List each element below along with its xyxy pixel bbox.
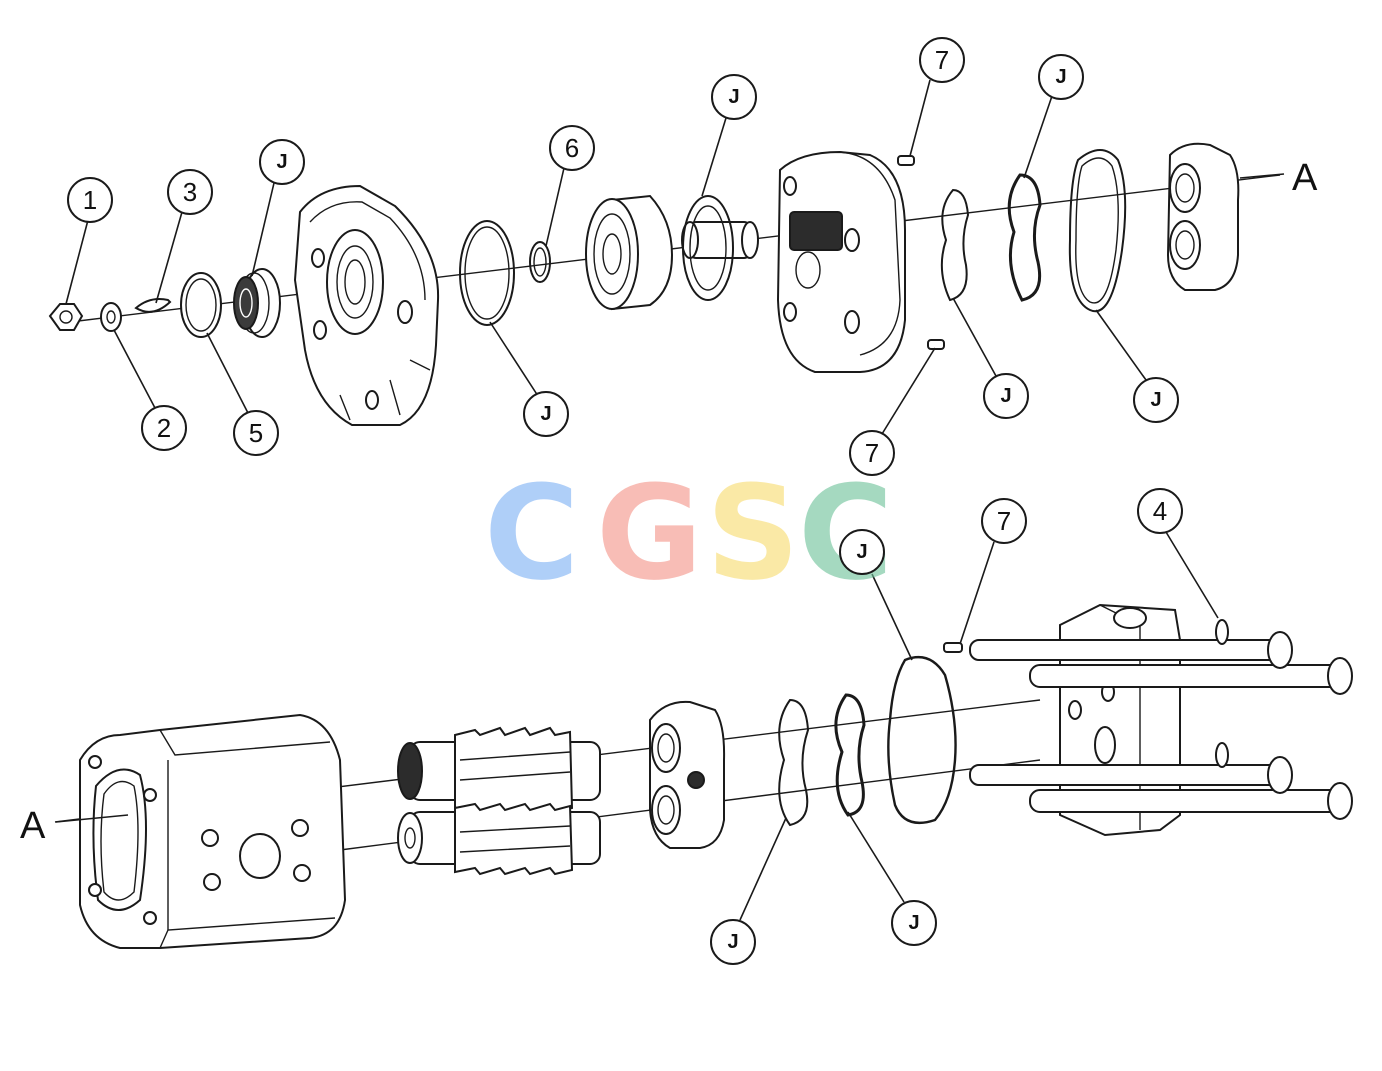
callout-5: 5 <box>233 410 279 456</box>
ball-bearing <box>585 194 674 311</box>
callout-label: 2 <box>157 413 171 443</box>
woodruff-key <box>134 298 172 313</box>
drive-shaft <box>681 221 759 259</box>
callout-j7: J <box>839 529 885 575</box>
callout-j8: J <box>710 919 756 965</box>
bushing-block-top <box>1166 142 1240 291</box>
callout-label: J <box>1055 66 1066 88</box>
watermark-letter-1: C <box>484 457 579 609</box>
pump-body-front <box>776 150 906 373</box>
callout-label: 3 <box>183 177 197 207</box>
hex-nut <box>48 303 84 331</box>
gear-housing <box>79 713 347 949</box>
watermark-letter-3: S <box>706 457 800 609</box>
washer <box>100 302 122 332</box>
callout-3: 3 <box>167 169 213 215</box>
callout-label: J <box>276 151 287 173</box>
snap-ring <box>180 272 222 338</box>
callout-label: J <box>1000 385 1011 407</box>
match-mark-bottom: A <box>20 805 46 847</box>
callout-label: 1 <box>83 185 97 215</box>
thrust-washer <box>682 195 734 301</box>
drive-gear <box>397 726 601 814</box>
callout-j5: J <box>1038 54 1084 100</box>
callout-1: 1 <box>67 177 113 223</box>
callout-label: J <box>1150 389 1161 411</box>
callout-j1: J <box>259 139 305 185</box>
callout-label: 4 <box>1153 496 1167 526</box>
callout-j3: J <box>711 74 757 120</box>
callout-label: 7 <box>865 438 879 468</box>
dowel-pin-top <box>897 155 915 166</box>
callout-label: 6 <box>565 133 579 163</box>
o-ring-oval <box>1068 149 1127 313</box>
watermark-logo: C G S C <box>484 457 893 609</box>
callout-7c: 7 <box>981 498 1027 544</box>
callout-label: 7 <box>935 45 949 75</box>
callout-label: 7 <box>997 506 1011 536</box>
driven-gear <box>397 802 601 876</box>
watermark-letter-4: C <box>798 457 893 609</box>
callouts: 1 2 3 5 J J 6 J 7 7 J J J 7 4 J J J <box>67 37 1183 965</box>
cap-screws <box>969 619 1353 820</box>
callout-label: J <box>728 86 739 108</box>
dowel-pin-bottom <box>927 339 945 350</box>
figure-eight-seal-3 <box>778 698 810 827</box>
end-cover-gasket <box>887 655 957 825</box>
o-ring-large <box>459 220 515 326</box>
match-line-top <box>1239 173 1285 179</box>
shaft-seal <box>233 268 281 338</box>
bushing-block-bottom <box>649 700 726 849</box>
callout-label: J <box>908 912 919 934</box>
match-line-bottom <box>55 814 129 823</box>
top-assembly: A <box>48 79 1318 435</box>
mounting-flange <box>293 184 440 426</box>
callout-7b: 7 <box>849 430 895 476</box>
callout-label: J <box>540 403 551 425</box>
callout-j2: J <box>523 391 569 437</box>
callout-4: 4 <box>1137 488 1183 534</box>
dowel-pin-rear <box>943 642 963 653</box>
figure-eight-seal-4 <box>834 693 866 817</box>
bottom-assembly: A <box>20 531 1353 949</box>
callout-7a: 7 <box>919 37 965 83</box>
callout-2: 2 <box>141 405 187 451</box>
retaining-ring-small <box>529 241 551 283</box>
figure-eight-seal-1 <box>940 188 970 302</box>
callout-j6: J <box>1133 377 1179 423</box>
watermark-letter-2: G <box>596 457 703 609</box>
callout-j9: J <box>891 900 937 946</box>
callout-j4: J <box>983 373 1029 419</box>
callout-label: J <box>856 541 867 563</box>
callout-label: 5 <box>249 418 263 448</box>
callout-6: 6 <box>549 125 595 171</box>
match-mark-top: A <box>1292 157 1318 199</box>
figure-eight-seal-2 <box>1007 173 1042 302</box>
callout-label: J <box>727 931 738 953</box>
